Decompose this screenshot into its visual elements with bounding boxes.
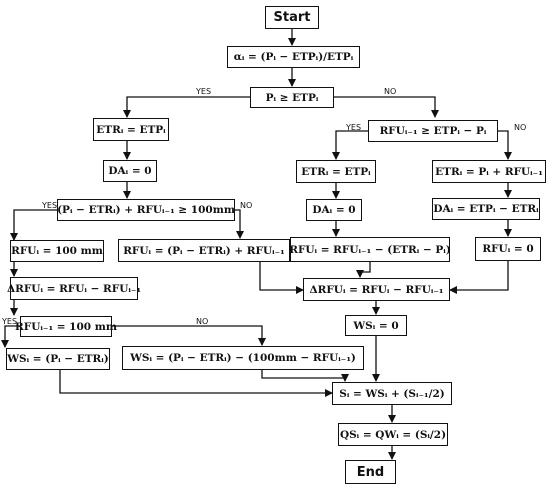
rfu-diff-node: RFUᵢ = RFUᵢ₋₁ − (ETRᵢ − Pᵢ): [289, 237, 451, 262]
no-label-dec1: NO: [384, 87, 397, 96]
da-deficit-node: DAᵢ = ETPᵢ − ETRᵢ: [432, 198, 540, 220]
storage-s-node: Sᵢ = WSᵢ + (Sᵢ₋₁/2): [332, 382, 452, 405]
yes-label-threshold: YES: [42, 201, 58, 210]
edge-decprev-no: [112, 325, 266, 346]
ws-zero-node: WSᵢ = 0: [345, 315, 407, 336]
edge-decright-no: [498, 130, 512, 160]
ws-simple-node: WSᵢ = (Pᵢ − ETRᵢ): [6, 348, 110, 370]
edge-rfudiff-drfuright: [356, 262, 371, 278]
rfu-prev-100mm-decision: RFUᵢ₋₁ = 100 mm: [15, 316, 117, 337]
edge-wsa-s: [59, 370, 333, 397]
da-zero-left: DAᵢ = 0: [103, 160, 157, 182]
alpha-formula-node: αᵢ = (Pᵢ − ETPᵢ)/ETPᵢ: [227, 46, 360, 68]
edge-decleft-yes: [10, 209, 57, 241]
p-ge-etp-decision: Pᵢ ≥ ETPᵢ: [250, 87, 334, 108]
qs-qw-node: QSᵢ = QWᵢ = (Sᵢ/2): [338, 423, 448, 446]
rfu-100mm-node: RFUᵢ = 100 mm: [10, 240, 104, 262]
edge-decright-yes: [332, 130, 368, 160]
yes-label-prev: YES: [2, 317, 18, 326]
edge-dec1-yes: [123, 96, 250, 118]
end-node: End: [345, 460, 396, 484]
etr-equals-etp-mid: ETRᵢ = ETPᵢ: [296, 160, 376, 183]
rfu-zero-node: RFUᵢ = 0: [475, 237, 541, 261]
ws-excess-node: WSᵢ = (Pᵢ − ETRᵢ) − (100mm − RFUᵢ₋₁): [122, 346, 364, 370]
edge-rfusum-drfuright: [259, 262, 304, 294]
no-label-prev: NO: [196, 317, 209, 326]
no-label-right: NO: [514, 123, 527, 132]
delta-rfu-right-node: ΔRFUᵢ = RFUᵢ − RFUᵢ₋₁: [303, 278, 450, 301]
edge-decprev-yes: [1, 325, 20, 348]
edge-decleft-no: [235, 209, 244, 239]
yes-label-right: YES: [346, 123, 362, 132]
delta-rfu-left-node: ΔRFUᵢ = RFUᵢ − RFUᵢ₋₁: [7, 277, 141, 300]
edge-rfu0-drfuright: [449, 261, 509, 294]
da-zero-mid: DAᵢ = 0: [306, 199, 362, 221]
start-node: Start: [265, 6, 319, 29]
yes-label-dec1: YES: [196, 87, 212, 96]
no-label-threshold: NO: [240, 201, 253, 210]
rfu-prev-ge-deficit-decision: RFUᵢ₋₁ ≥ ETPᵢ − Pᵢ: [368, 120, 498, 142]
edge-dec1-no: [334, 96, 439, 118]
etr-equals-etp-left: ETRᵢ = ETPᵢ: [93, 118, 169, 141]
edge-wsb-s: [261, 370, 349, 382]
rfu-sum-node: RFUᵢ = (Pᵢ − ETRᵢ) + RFUᵢ₋₁: [118, 239, 290, 262]
threshold-100mm-decision: (Pᵢ − ETRᵢ) + RFUᵢ₋₁ ≥ 100mm: [57, 199, 235, 221]
etr-p-plus-rfu-node: ETRᵢ = Pᵢ + RFUᵢ₋₁: [432, 160, 546, 183]
